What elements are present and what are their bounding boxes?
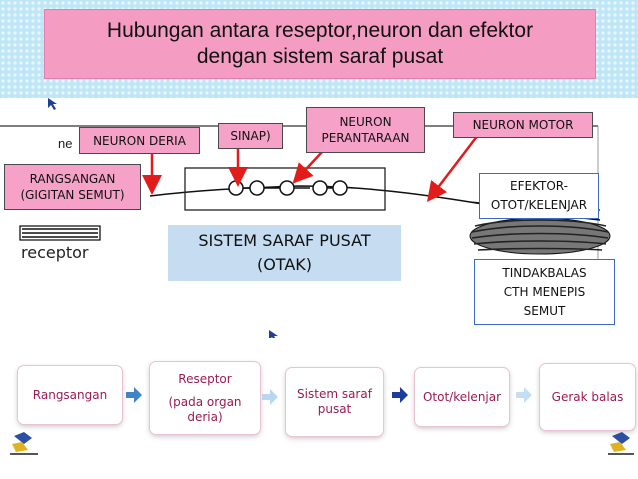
label-neuron-perantaraan: NEURON PERANTARAAN [306, 107, 425, 153]
flow-step-reseptor: Reseptor (pada organ deria) [150, 362, 260, 434]
flow-step-rangsangan: Rangsangan [18, 366, 122, 424]
flow-step-sistem-saraf: Sistem saraf pusat [286, 368, 383, 436]
flow-step-otot: Otot/kelenjar [415, 368, 509, 426]
label-tindakbalas: TINDAKBALAS CTH MENEPIS SEMUT [474, 259, 615, 325]
label-sinap: SINAP) [218, 123, 283, 149]
flow-arrows [126, 387, 532, 405]
page-title: Hubungan antara reseptor,neuron dan efek… [44, 9, 596, 79]
partial-label: ne [58, 136, 73, 151]
neuron-diagram [0, 98, 611, 338]
cursor-icon-2 [269, 330, 278, 338]
receptor-graphic [19, 225, 101, 241]
muscle-graphic [469, 217, 611, 255]
label-efektor: EFEKTOR- OTOT/KELENJAR [479, 173, 599, 219]
flow-step-gerak-balas: Gerak balas [540, 364, 635, 430]
label-cns: SISTEM SARAF PUSAT (OTAK) [168, 225, 401, 281]
label-neuron-motor: NEURON MOTOR [453, 112, 593, 138]
flow-arrow-icon [126, 387, 142, 403]
synapse-chain [228, 180, 348, 196]
label-rangsangan: RANGSANGAN (GIGITAN SEMUT) [4, 164, 141, 210]
receptor-label: receptor [21, 243, 89, 262]
pointer-arrows [142, 134, 479, 202]
flow-arrow-icon [392, 387, 408, 403]
flow-arrow-icon [262, 389, 278, 405]
cursor-icon [48, 98, 57, 110]
logo-icon-right [608, 432, 634, 455]
flow-arrow-icon [516, 387, 532, 403]
title-line-2: dengan sistem saraf pusat [196, 45, 444, 68]
title-line-1: Hubungan antara reseptor,neuron dan efek… [106, 19, 534, 42]
logo-icon [10, 432, 38, 455]
label-neuron-deria: NEURON DERIA [79, 127, 200, 154]
